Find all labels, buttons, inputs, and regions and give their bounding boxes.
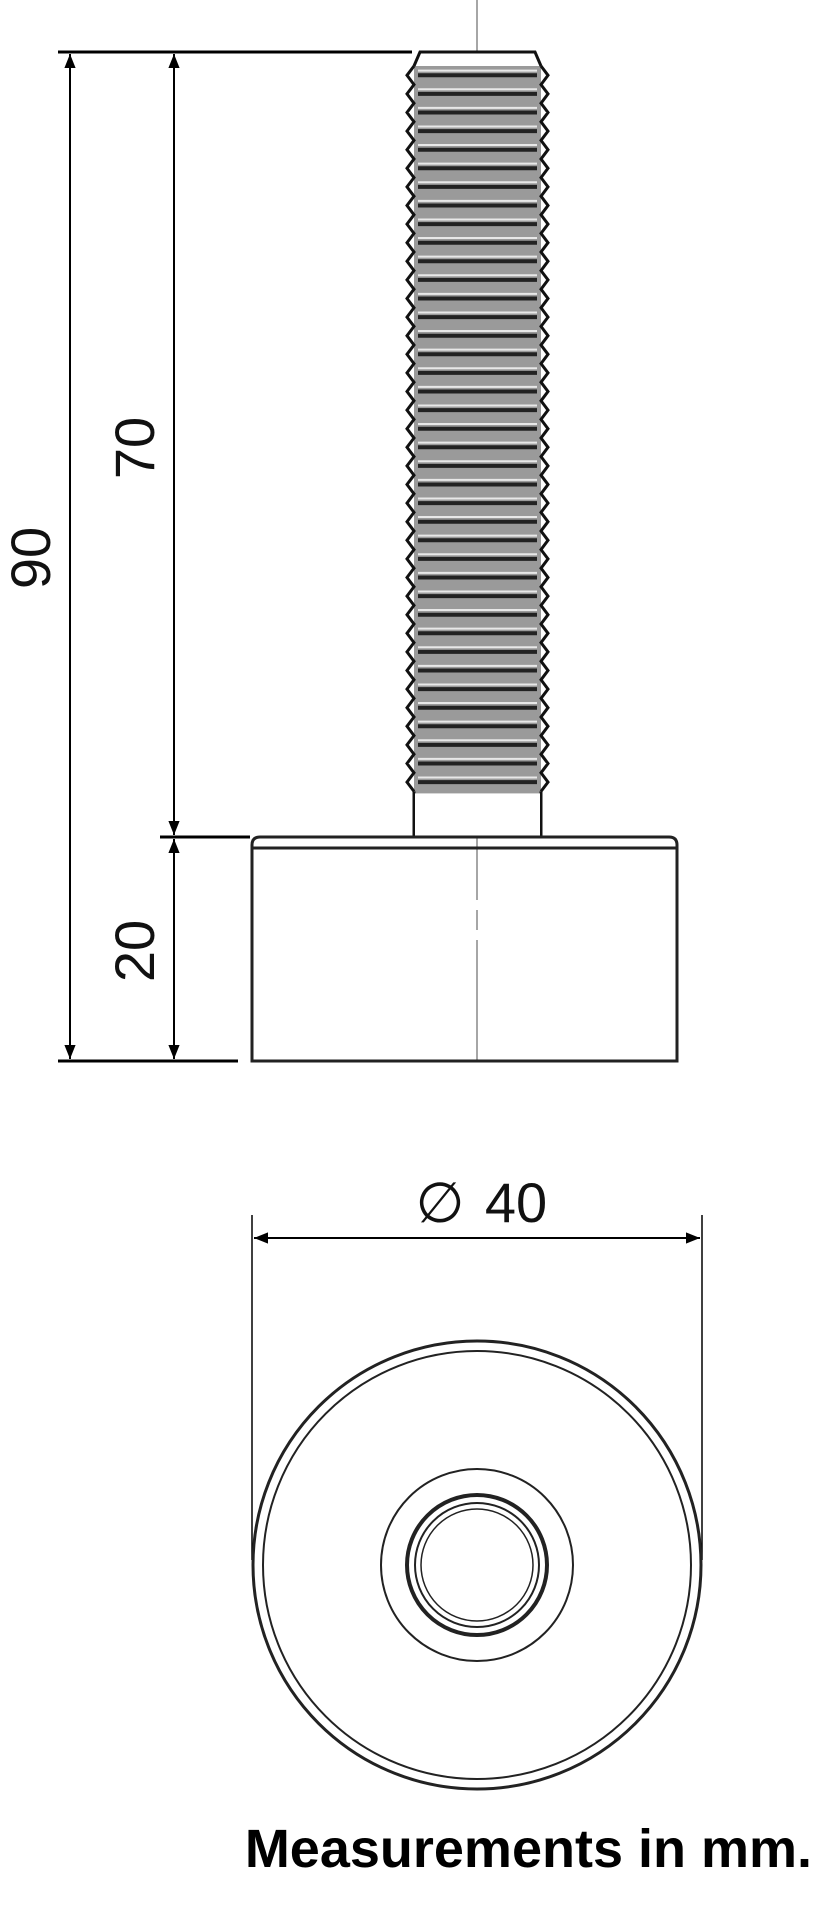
dim-label-70: 70	[103, 417, 166, 479]
threaded-stud	[405, 50, 550, 837]
measurement-units-caption: Measurements in mm.	[244, 1819, 812, 1879]
dim-label-40: 40	[485, 1171, 547, 1234]
extension-lines	[58, 50, 703, 1560]
dimension-lines	[64, 54, 700, 1244]
base-side-view	[250, 835, 679, 1063]
dim-label-20: 20	[103, 920, 166, 982]
dim-label-90: 90	[0, 527, 62, 589]
diameter-symbol: ∅	[416, 1171, 465, 1234]
base-top-view	[251, 1339, 703, 1791]
